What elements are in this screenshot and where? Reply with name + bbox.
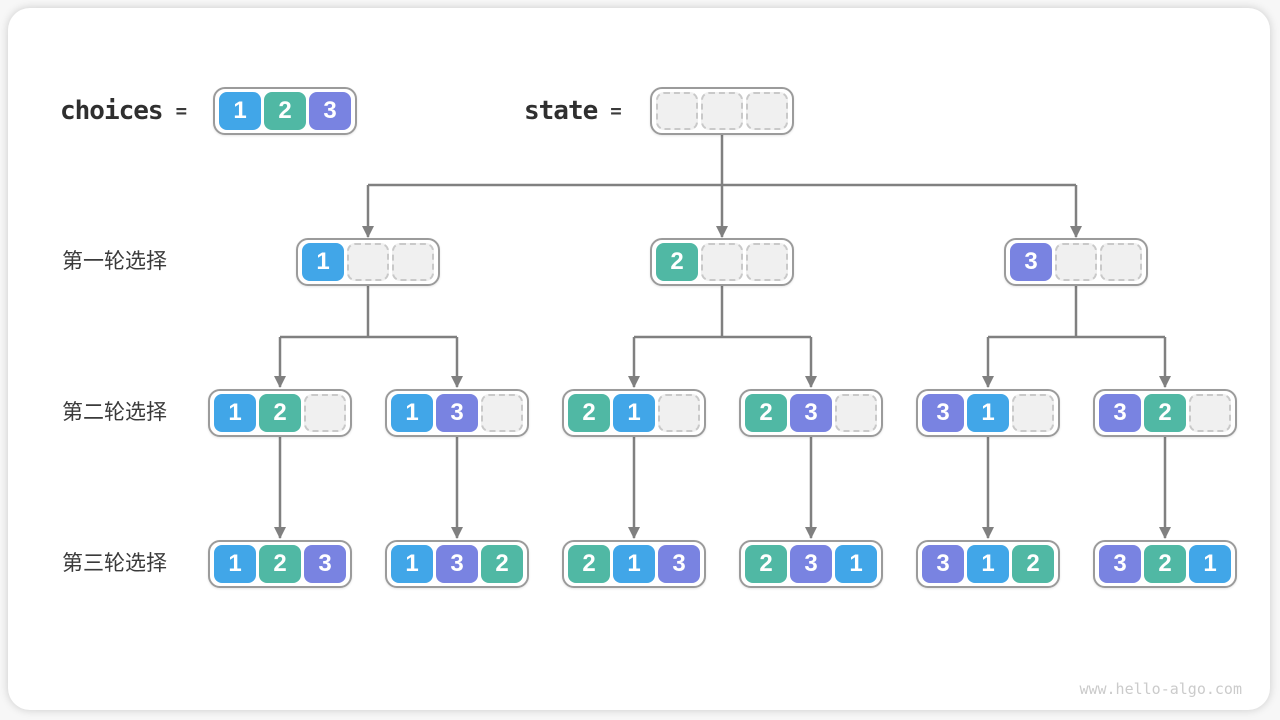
value-cell: 1 bbox=[214, 394, 256, 432]
state-array bbox=[650, 87, 794, 135]
tree-node-r1-0: 1 bbox=[296, 238, 440, 286]
empty-cell bbox=[1012, 394, 1054, 432]
watermark: www.hello-algo.com bbox=[1079, 680, 1242, 698]
empty-cell bbox=[701, 243, 743, 281]
choices-label: choices bbox=[60, 96, 164, 126]
empty-cell bbox=[1100, 243, 1142, 281]
equals-sign: = bbox=[175, 100, 188, 122]
empty-cell bbox=[1055, 243, 1097, 281]
level-2-connectors bbox=[274, 286, 1171, 388]
value-cell: 2 bbox=[1144, 394, 1186, 432]
equals-sign: = bbox=[610, 100, 622, 122]
tree-node-r1-1: 2 bbox=[650, 238, 794, 286]
value-cell: 1 bbox=[967, 394, 1009, 432]
empty-cell bbox=[746, 243, 788, 281]
level-3-connectors bbox=[274, 437, 1171, 539]
value-cell: 2 bbox=[745, 394, 787, 432]
value-cell: 3 bbox=[309, 92, 351, 130]
value-cell: 1 bbox=[302, 243, 344, 281]
state-label: state bbox=[524, 96, 598, 126]
value-cell: 3 bbox=[436, 545, 478, 583]
value-cell: 1 bbox=[613, 394, 655, 432]
value-cell: 2 bbox=[656, 243, 698, 281]
value-cell: 3 bbox=[922, 545, 964, 583]
empty-cell bbox=[656, 92, 698, 130]
value-cell: 2 bbox=[481, 545, 523, 583]
value-cell: 2 bbox=[1144, 545, 1186, 583]
value-cell: 3 bbox=[304, 545, 346, 583]
value-cell: 2 bbox=[259, 394, 301, 432]
choices-legend: choices = bbox=[60, 87, 187, 135]
value-cell: 2 bbox=[745, 545, 787, 583]
value-cell: 1 bbox=[391, 545, 433, 583]
empty-cell bbox=[746, 92, 788, 130]
value-cell: 1 bbox=[214, 545, 256, 583]
empty-cell bbox=[392, 243, 434, 281]
value-cell: 2 bbox=[1012, 545, 1054, 583]
empty-cell bbox=[304, 394, 346, 432]
value-cell: 2 bbox=[259, 545, 301, 583]
value-cell: 1 bbox=[967, 545, 1009, 583]
round-3-label: 第三轮选择 bbox=[62, 552, 167, 575]
value-cell: 1 bbox=[613, 545, 655, 583]
state-legend: state = bbox=[524, 87, 622, 135]
value-cell: 3 bbox=[436, 394, 478, 432]
empty-cell bbox=[835, 394, 877, 432]
level-1-connectors bbox=[362, 135, 1082, 238]
empty-cell bbox=[658, 394, 700, 432]
value-cell: 2 bbox=[568, 545, 610, 583]
value-cell: 3 bbox=[1099, 394, 1141, 432]
empty-cell bbox=[701, 92, 743, 130]
value-cell: 1 bbox=[835, 545, 877, 583]
value-cell: 3 bbox=[1010, 243, 1052, 281]
value-cell: 1 bbox=[219, 92, 261, 130]
round-1-label: 第一轮选择 bbox=[62, 250, 167, 273]
value-cell: 1 bbox=[1189, 545, 1231, 583]
empty-cell bbox=[1189, 394, 1231, 432]
value-cell: 3 bbox=[658, 545, 700, 583]
empty-cell bbox=[347, 243, 389, 281]
value-cell: 2 bbox=[264, 92, 306, 130]
tree-node-r1-2: 3 bbox=[1004, 238, 1148, 286]
value-cell: 3 bbox=[1099, 545, 1141, 583]
value-cell: 3 bbox=[790, 394, 832, 432]
value-cell: 1 bbox=[391, 394, 433, 432]
value-cell: 3 bbox=[922, 394, 964, 432]
value-cell: 3 bbox=[790, 545, 832, 583]
round-2-label: 第二轮选择 bbox=[62, 401, 167, 424]
value-cell: 2 bbox=[568, 394, 610, 432]
empty-cell bbox=[481, 394, 523, 432]
